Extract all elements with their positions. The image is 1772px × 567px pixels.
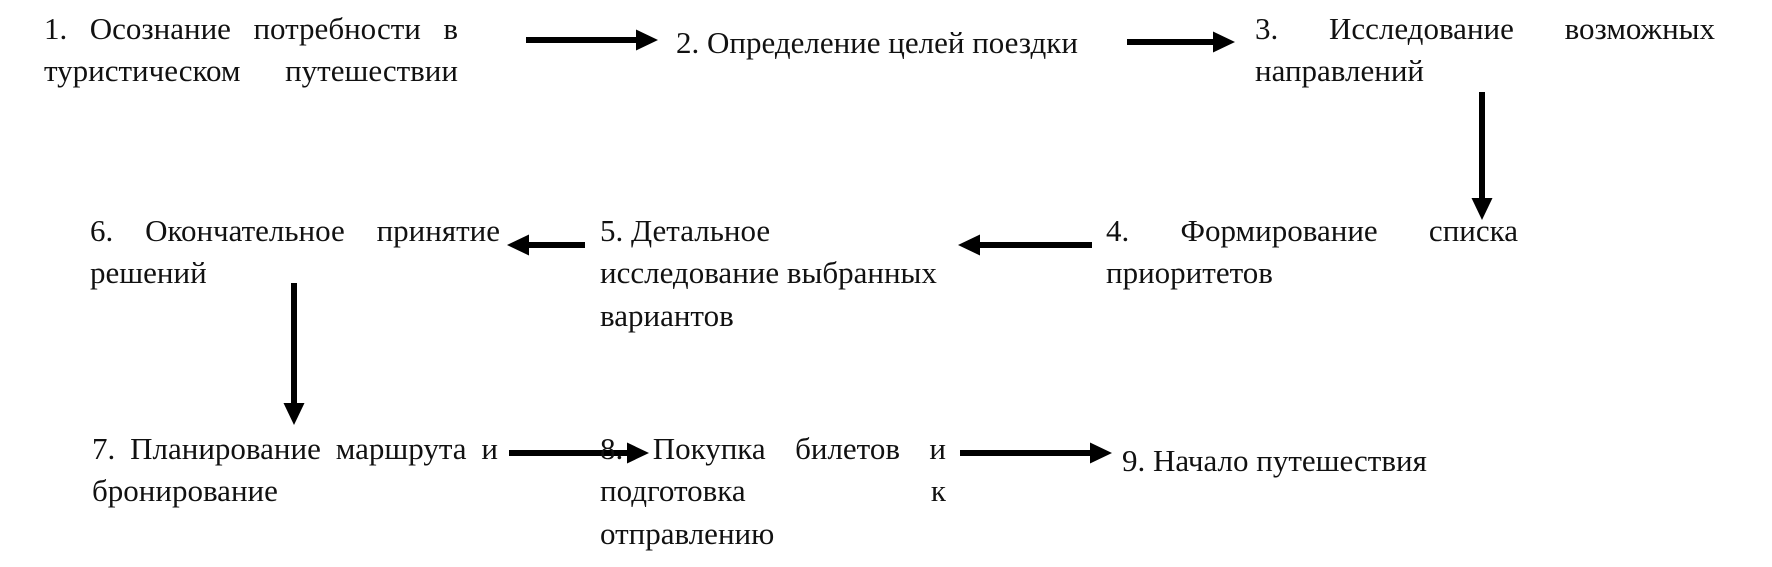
flow-node-4[interactable]: 4. Формирование списка приоритетов — [1106, 213, 1518, 291]
flow-node-8[interactable]: 8. Покупка билетов и подготовка к отправ… — [600, 431, 946, 551]
arrow-6-to-7-icon — [280, 283, 308, 425]
flow-node-6[interactable]: 6. Окончательное принятие решений — [90, 213, 500, 291]
arrow-8-to-9-icon — [960, 440, 1112, 466]
flow-node-2[interactable]: 2. Определение целей поездки — [676, 25, 1078, 60]
arrow-4-to-5-icon — [958, 232, 1092, 258]
arrow-2-to-3-icon — [1127, 29, 1235, 55]
flow-node-9[interactable]: 9. Начало путешествия — [1122, 443, 1427, 478]
flow-node-7[interactable]: 7. Планирование маршрута и бронирование — [92, 431, 498, 509]
flow-node-1[interactable]: 1. Осознание потребности в туристическом… — [44, 11, 458, 89]
flow-node-3[interactable]: 3. Исследование возможных направлений — [1255, 11, 1715, 89]
arrow-1-to-2-icon — [526, 27, 658, 53]
flow-node-5[interactable]: 5. Детальное исследование выбранных вари… — [600, 213, 937, 333]
arrow-3-to-4-icon — [1468, 92, 1496, 220]
arrow-5-to-6-icon — [507, 232, 585, 258]
arrow-7-to-8-icon — [509, 440, 649, 466]
